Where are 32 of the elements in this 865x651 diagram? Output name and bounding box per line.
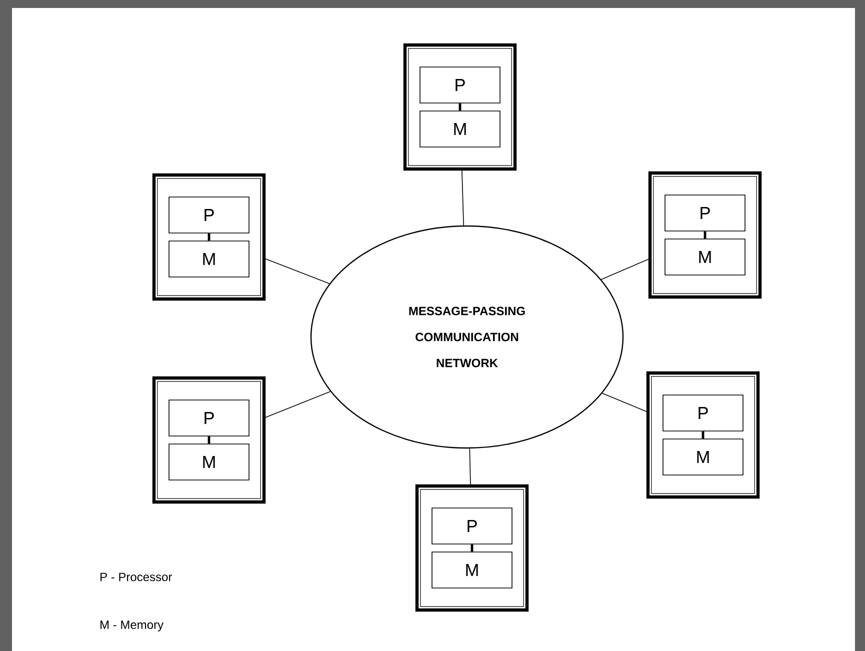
unit-box: M <box>662 438 744 476</box>
unit-box: P <box>420 66 500 104</box>
unit-box: M <box>664 238 746 276</box>
unit-box: P <box>168 196 250 234</box>
connector-line <box>208 233 210 241</box>
unit-box: M <box>168 240 250 278</box>
unit-box: P <box>432 508 512 544</box>
unit-box: M <box>432 552 512 588</box>
connector-line <box>469 448 471 485</box>
node-box <box>646 371 760 499</box>
connector-line <box>702 431 704 439</box>
connector-line <box>208 436 210 444</box>
node-box <box>403 43 517 171</box>
unit-box: P <box>168 400 250 436</box>
legend-text: M - Memory <box>100 620 164 632</box>
node-box <box>152 173 266 301</box>
connector-line <box>458 103 462 111</box>
connector-line <box>462 170 464 226</box>
connector-line <box>470 544 474 552</box>
connector-line <box>265 258 330 284</box>
unit-box: P <box>664 194 746 232</box>
unit-box: P <box>662 394 744 432</box>
node-box <box>415 484 529 612</box>
unit-box: M <box>420 110 500 148</box>
node-box <box>648 171 762 299</box>
connector-line <box>265 391 331 418</box>
connector-line <box>602 392 647 412</box>
unit-box: M <box>168 444 250 480</box>
legend-text: P - Processor <box>100 572 172 582</box>
connector-line <box>600 258 649 280</box>
node-box <box>152 376 266 504</box>
connector-line <box>704 231 706 239</box>
